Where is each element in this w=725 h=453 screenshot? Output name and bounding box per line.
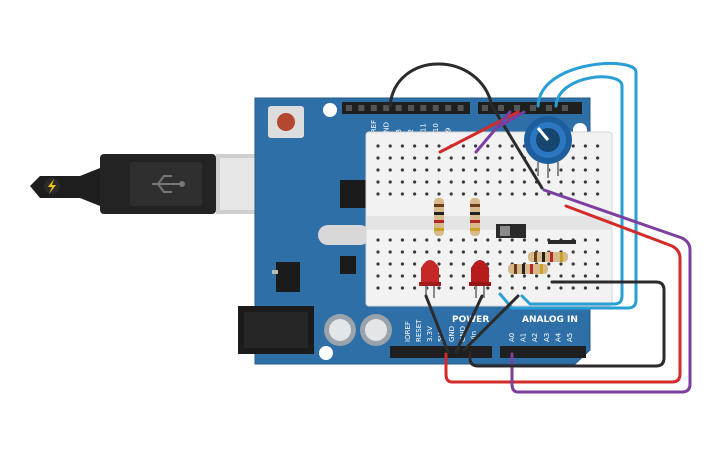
- resistor-4: [508, 264, 548, 274]
- wire-black-res: [462, 294, 520, 352]
- led-2: [469, 260, 491, 298]
- wire-purple-top-1: [474, 110, 512, 154]
- pin-label: A5: [566, 333, 574, 342]
- pin-label: 3.3V: [426, 326, 434, 342]
- pin-label: AREF: [370, 120, 378, 138]
- wire-purple-right: [510, 188, 692, 394]
- wire-purple-top-2: [498, 110, 526, 128]
- pin-label: GND: [448, 326, 456, 342]
- wire-blue-1: [498, 62, 638, 310]
- usb-symbol-icon: [152, 175, 185, 193]
- pin-label: A2: [531, 333, 539, 342]
- pin-label: GND: [382, 122, 390, 138]
- wires: [388, 62, 692, 394]
- analog-header-label: ANALOG IN: [522, 315, 578, 325]
- wire-red-right: [444, 204, 682, 384]
- pin-label: ~10: [432, 123, 440, 138]
- pin-label: A4: [554, 332, 562, 342]
- resistor-1: [434, 198, 444, 236]
- wire-blue-2: [520, 75, 624, 306]
- capacitor-ceramic: [548, 240, 576, 244]
- potentiometer[interactable]: [524, 116, 572, 178]
- pin-label: RESET: [415, 319, 423, 342]
- resistor-2: [470, 198, 480, 236]
- wire-black-led-2: [454, 294, 484, 354]
- wire-black-right: [468, 280, 666, 368]
- pin-label: IOREF: [404, 321, 412, 342]
- wire-black-led-1: [424, 294, 450, 354]
- wire-black-gnd-to-breadboard: [388, 62, 544, 190]
- resistor-3: [528, 252, 568, 262]
- pin-label: A1: [520, 333, 528, 342]
- pin-label: Vin: [470, 331, 478, 342]
- slide-switch[interactable]: [496, 224, 526, 238]
- pin-label: ~11: [420, 123, 428, 138]
- pin-label: A0: [508, 333, 516, 342]
- lightning-icon: [44, 178, 60, 194]
- pin-label: A3: [543, 333, 551, 342]
